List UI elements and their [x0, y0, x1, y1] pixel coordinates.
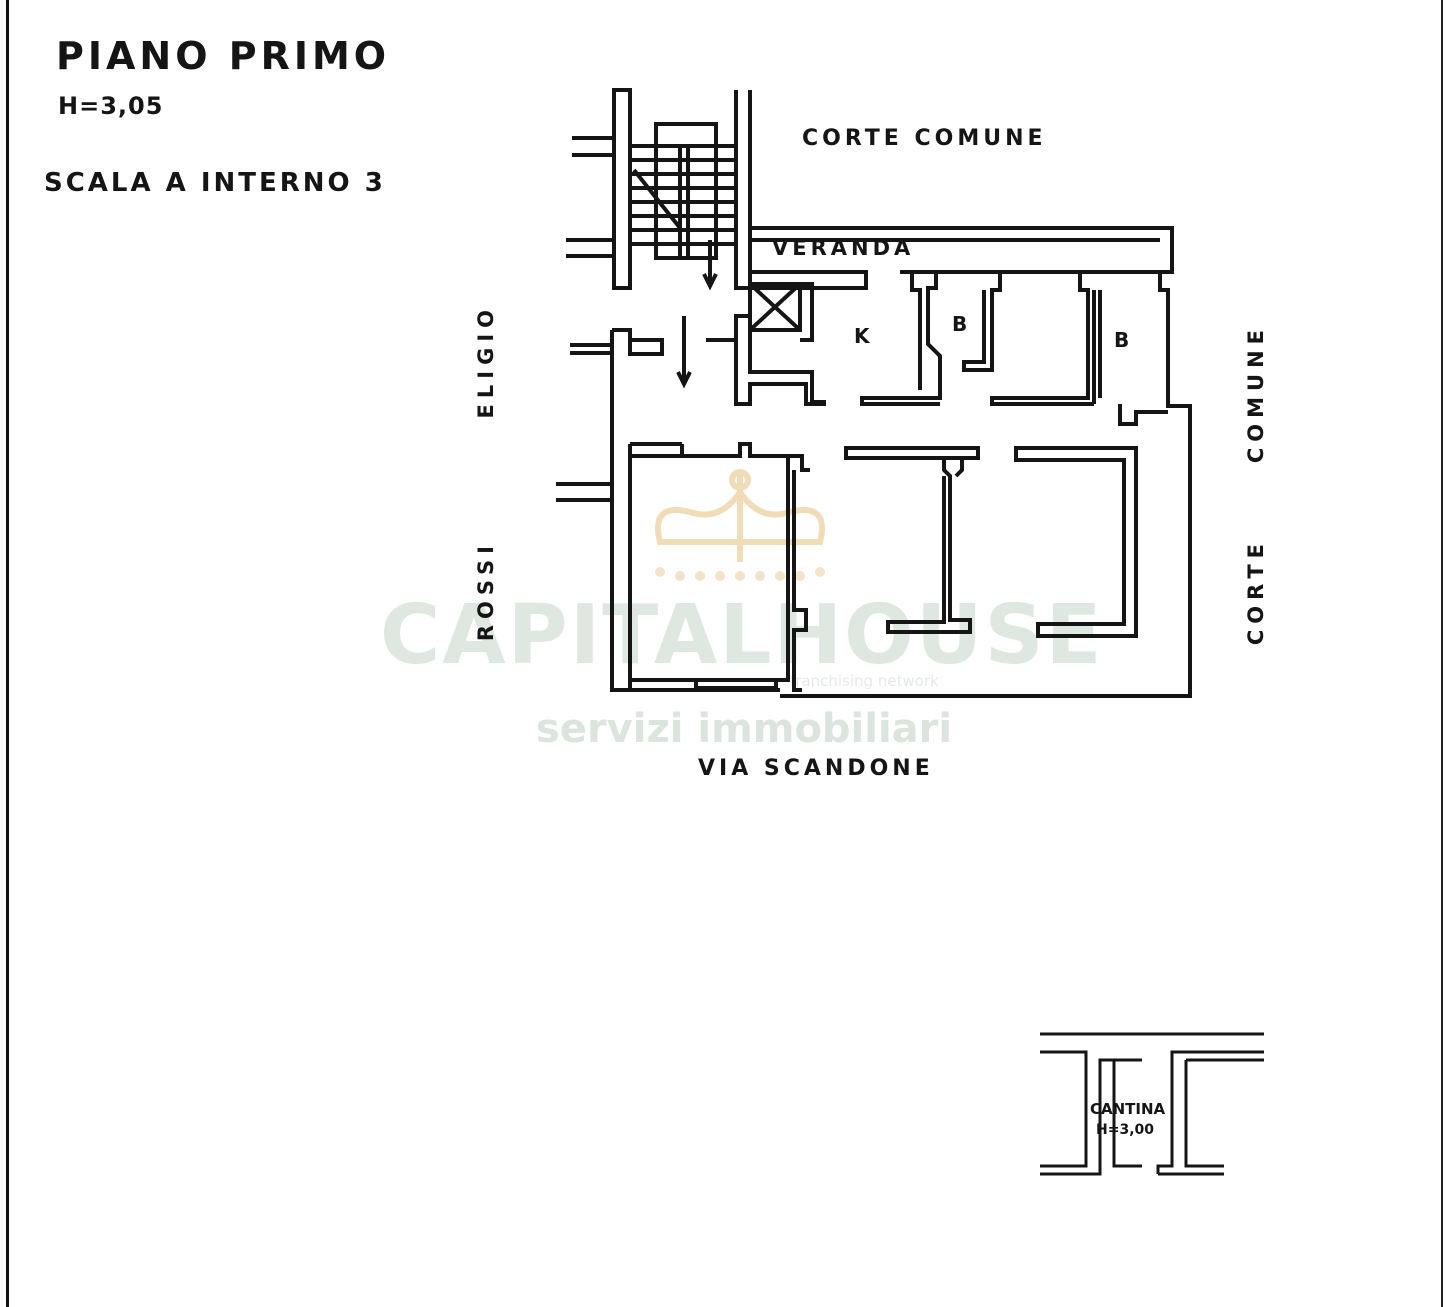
cantina-plan	[1040, 1032, 1264, 1176]
watermark-brand: CAPITALHOUSE	[380, 588, 1104, 683]
page-border-left	[6, 0, 9, 1307]
label-bath-1: B	[952, 312, 972, 336]
label-rossi: ROSSI	[474, 540, 498, 642]
watermark-tagline: servizi immobiliari	[536, 706, 953, 752]
label-street: VIA SCANDONE	[698, 756, 934, 781]
cantina-height: H=3,00	[1096, 1122, 1154, 1138]
watermark-network: franchising network	[790, 672, 939, 690]
label-eligio: ELIGIO	[474, 304, 498, 419]
page-border-right	[1441, 0, 1443, 1307]
label-corte-right: CORTE	[1244, 538, 1268, 646]
floor-height: H=3,05	[58, 92, 164, 120]
label-veranda: VERANDA	[772, 236, 915, 260]
label-corte-comune-top: CORTE COMUNE	[802, 126, 1047, 151]
crown-logo-icon	[655, 469, 825, 581]
cantina-name: CANTINA	[1090, 1100, 1166, 1118]
label-comune-right: COMUNE	[1244, 324, 1268, 464]
floor-title: PIANO PRIMO	[56, 34, 391, 78]
label-bath-2: B	[1114, 328, 1134, 352]
lift	[748, 282, 802, 332]
label-kitchen: K	[854, 324, 874, 348]
veranda-wall	[750, 226, 1174, 274]
staircase	[566, 88, 752, 389]
unit-label: SCALA A INTERNO 3	[44, 168, 386, 198]
